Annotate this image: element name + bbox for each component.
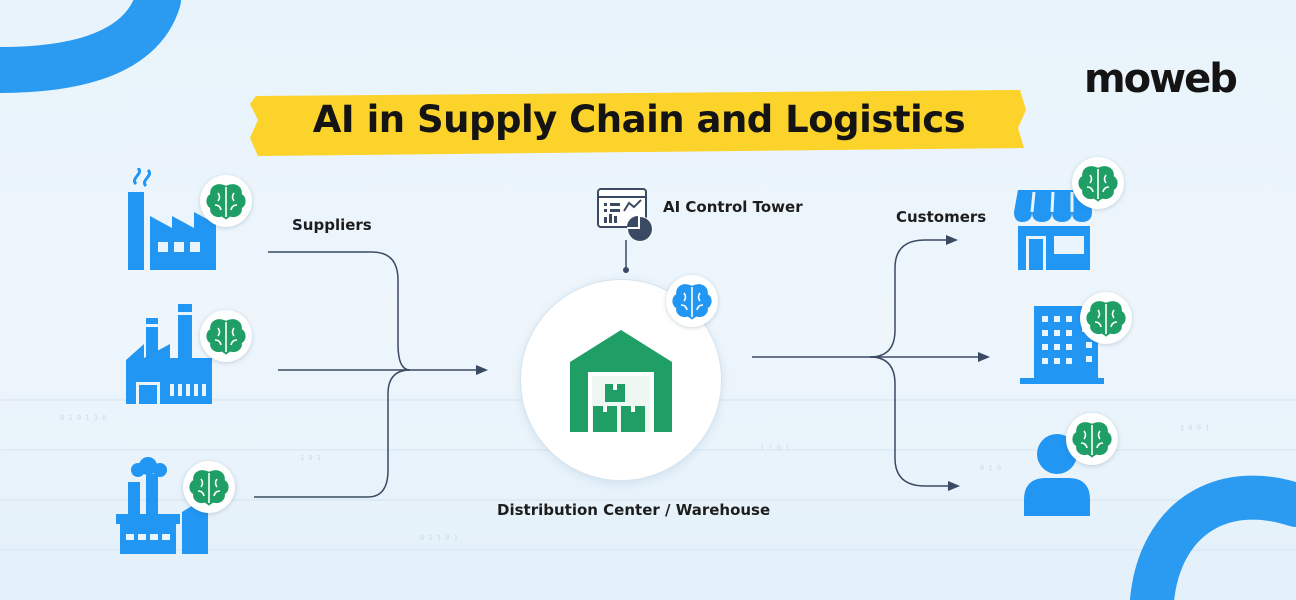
brain-icon xyxy=(1072,422,1112,458)
office-building-icon xyxy=(1020,306,1104,384)
brain-badge xyxy=(200,175,252,227)
brain-badge xyxy=(1072,157,1124,209)
svg-text:1 1 0 1: 1 1 0 1 xyxy=(760,444,790,452)
dashboard-icon xyxy=(597,188,653,242)
brand-logo: moweb xyxy=(1084,56,1238,102)
title-banner: AI in Supply Chain and Logistics xyxy=(250,82,1028,158)
svg-text:0 1 0 1 1 0: 0 1 0 1 1 0 xyxy=(60,414,106,422)
decor-swoosh-top-left xyxy=(0,0,181,93)
page-title: AI in Supply Chain and Logistics xyxy=(312,98,966,141)
arrowheads xyxy=(476,235,990,491)
decor-swoosh-bottom-right xyxy=(1130,475,1296,600)
customers-label: Customers xyxy=(896,208,987,226)
title-highlight xyxy=(250,90,1026,156)
brain-icon xyxy=(206,319,246,355)
brain-icon xyxy=(1078,166,1118,202)
brain-badge xyxy=(183,461,235,513)
warehouse-icon xyxy=(570,330,672,432)
brain-badge xyxy=(1066,413,1118,465)
brain-icon xyxy=(672,284,712,320)
brain-icon xyxy=(189,470,229,506)
brain-badge xyxy=(666,275,718,327)
hub-label: Distribution Center / Warehouse xyxy=(497,501,771,519)
brain-badge xyxy=(1080,292,1132,344)
brain-icon xyxy=(1086,301,1126,337)
factory-icon xyxy=(126,304,212,404)
factory-icon xyxy=(128,168,216,270)
factory-icon xyxy=(116,457,208,554)
svg-text:1 0 0 1: 1 0 0 1 xyxy=(1180,424,1210,432)
brain-badge xyxy=(200,310,252,362)
control-tower-label: AI Control Tower xyxy=(663,198,803,216)
brain-icon xyxy=(206,184,246,220)
svg-text:0 1 0: 0 1 0 xyxy=(980,464,1001,472)
svg-text:1 0 1: 1 0 1 xyxy=(300,454,321,462)
svg-text:0 1 1 0 1: 0 1 1 0 1 xyxy=(420,534,458,542)
connectors xyxy=(254,239,980,498)
storefront-icon xyxy=(1014,190,1092,270)
suppliers-label: Suppliers xyxy=(292,216,372,234)
